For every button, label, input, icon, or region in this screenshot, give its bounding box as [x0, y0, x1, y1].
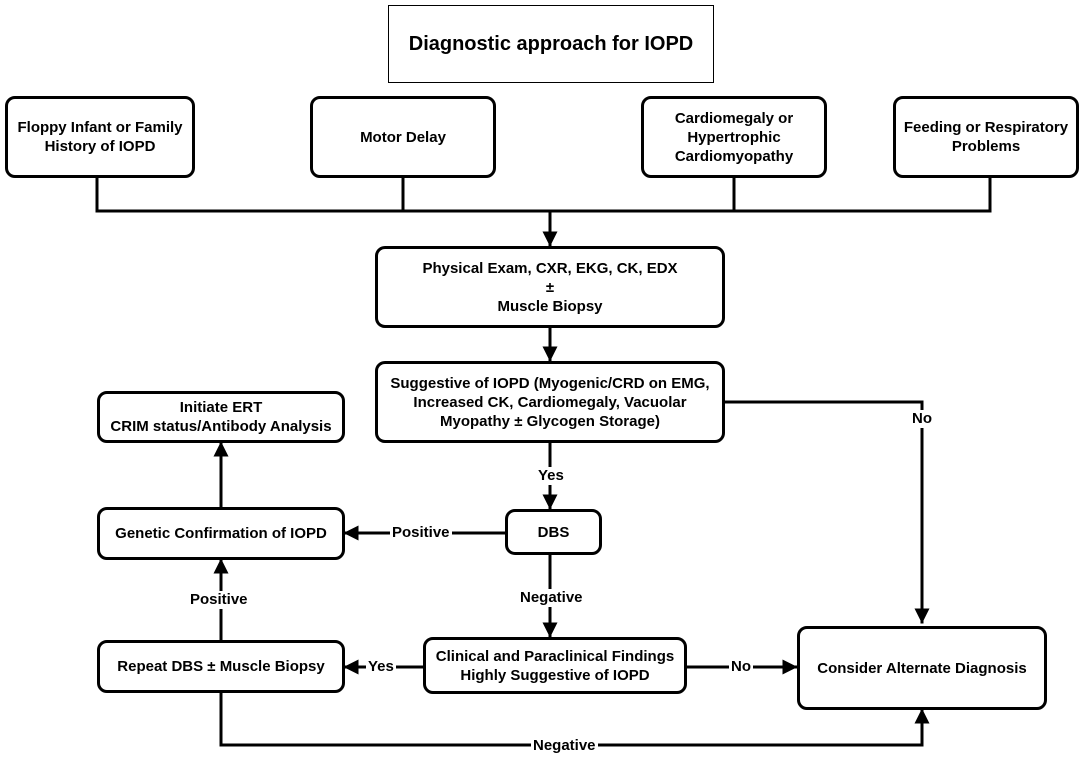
node-suggestive-of-iopd: Suggestive of IOPD (Myogenic/CRD on EMG,… — [375, 361, 725, 443]
label-clinical-no: No — [729, 658, 753, 676]
node-floppy-infant: Floppy Infant or Family History of IOPD — [5, 96, 195, 178]
node-dbs: DBS — [505, 509, 602, 555]
arrow-suggestive-to-alternate — [722, 400, 930, 624]
node-clinical-findings: Clinical and Paraclinical Findings Highl… — [423, 637, 687, 694]
diagram-title: Diagnostic approach for IOPD — [388, 5, 714, 83]
node-initiate-ert: Initiate ERT CRIM status/Antibody Analys… — [97, 391, 345, 443]
node-alternate-diagnosis: Consider Alternate Diagnosis — [797, 626, 1047, 710]
node-repeat-dbs: Repeat DBS ± Muscle Biopsy — [97, 640, 345, 693]
node-cardiomegaly: Cardiomegaly or Hypertrophic Cardiomyopa… — [641, 96, 827, 178]
node-genetic-confirmation: Genetic Confirmation of IOPD — [97, 507, 345, 560]
label-no-to-alternate: No — [910, 410, 934, 428]
label-repeat-negative: Negative — [531, 737, 598, 755]
node-motor-delay: Motor Delay — [310, 96, 496, 178]
label-clinical-yes: Yes — [366, 658, 396, 676]
label-yes-to-dbs: Yes — [536, 467, 566, 485]
label-dbs-negative: Negative — [518, 589, 585, 607]
node-feeding-respiratory: Feeding or Respiratory Problems — [893, 96, 1079, 178]
label-repeat-positive: Positive — [188, 591, 250, 609]
label-dbs-positive: Positive — [390, 524, 452, 542]
node-physical-exam: Physical Exam, CXR, EKG, CK, EDX ± Muscl… — [375, 246, 725, 328]
